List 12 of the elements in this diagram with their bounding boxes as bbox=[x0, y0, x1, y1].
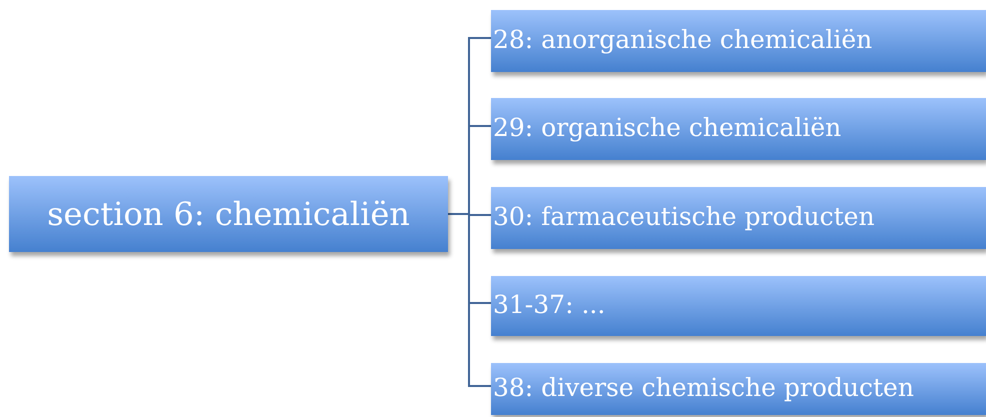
root-box bbox=[9, 176, 448, 252]
category-box bbox=[491, 10, 986, 72]
box-label: 29: organische chemicaliën bbox=[493, 112, 842, 142]
box-label: 28: anorganische chemicaliën bbox=[493, 24, 872, 54]
category-box bbox=[491, 98, 986, 160]
box-label: 30: farmaceutische producten bbox=[493, 202, 875, 230]
category-box bbox=[491, 276, 986, 336]
box-label: 31-37: ... bbox=[493, 290, 606, 318]
box-label: 38: diverse chemische producten bbox=[493, 372, 914, 402]
category-box bbox=[491, 363, 986, 415]
box-label: section 6: chemicaliën bbox=[47, 195, 410, 233]
category-box bbox=[491, 187, 986, 249]
